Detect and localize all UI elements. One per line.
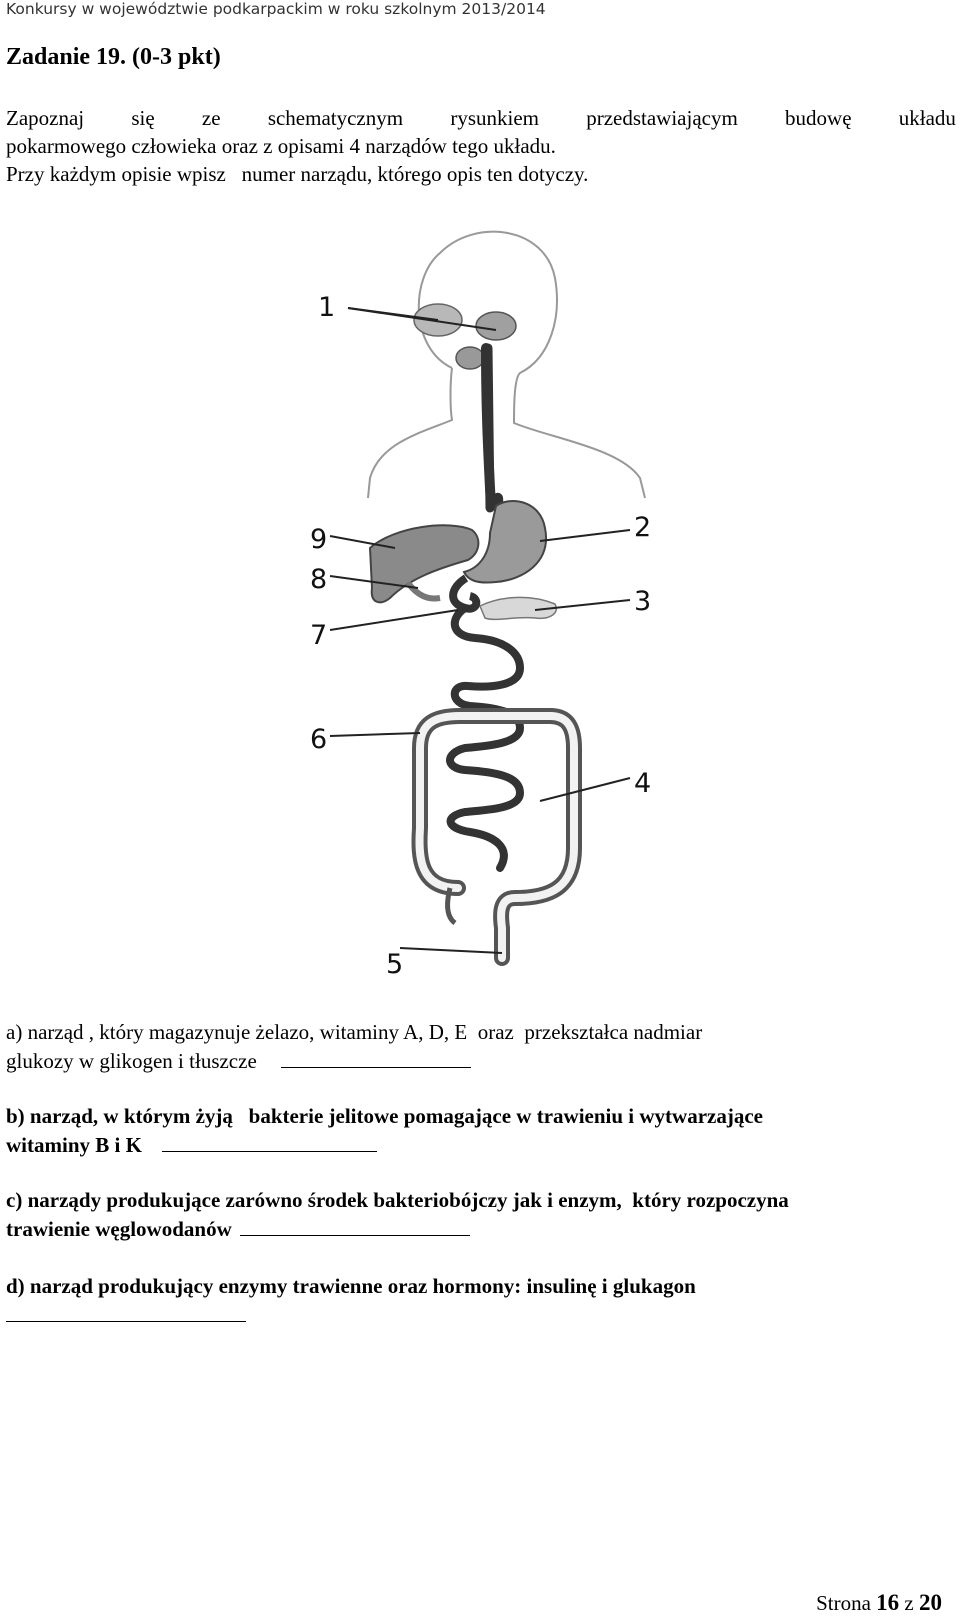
body-outline: [367, 230, 646, 499]
gall-bladder: [405, 581, 441, 602]
question-b: b) narząd, w którym żyją bakterie jelito…: [6, 1102, 956, 1160]
liver: [368, 524, 480, 604]
pancreas: [479, 596, 557, 621]
diagram-label-8: 8: [310, 564, 327, 595]
digestive-system-diagram: 1 2 3 4 5 6 7 8 9: [310, 230, 651, 980]
question-d: d) narząd produkujący enzymy trawienne o…: [6, 1272, 956, 1330]
diagram-label-1: 1: [318, 292, 335, 323]
page-footer: Strona 16 z 20: [816, 1590, 942, 1616]
diagram-label-6: 6: [310, 724, 327, 755]
question-b-line-1: b) narząd, w którym żyją bakterie jelito…: [6, 1104, 763, 1128]
intro-word: się: [131, 106, 155, 130]
question-c-line-1: c) narządy produkujące zarówno środek ba…: [6, 1188, 789, 1212]
question-d-line-1: d) narząd produkujący enzymy trawienne o…: [6, 1274, 696, 1298]
salivary-gland-parotid: [475, 311, 517, 341]
answer-blank-b[interactable]: [161, 1133, 377, 1152]
intro-word: Zapoznaj: [6, 106, 85, 130]
intro-word: układu: [898, 106, 956, 130]
page-header: Konkursy w województwie podkarpackim w r…: [6, 0, 546, 18]
footer-prefix: Strona: [816, 1591, 871, 1615]
small-intestine: [446, 604, 525, 872]
diagram-label-4: 4: [634, 768, 651, 799]
intro-word: budowę: [785, 106, 852, 130]
salivary-gland-lower: [455, 346, 485, 370]
intro-word: ze: [201, 106, 221, 130]
footer-page-number: 16: [876, 1590, 900, 1615]
question-a-line-1: a) narząd , który magazynuje żelazo, wit…: [6, 1020, 703, 1044]
question-a: a) narząd , który magazynuje żelazo, wit…: [6, 1018, 956, 1076]
intro-line-2: pokarmowego człowieka oraz z opisami 4 n…: [6, 134, 556, 158]
task-intro: Zapoznaj się ze schematycznym rysunkiem …: [6, 104, 956, 188]
answer-blank-d[interactable]: [6, 1303, 246, 1322]
answer-blank-c[interactable]: [239, 1217, 470, 1236]
diagram-label-7: 7: [310, 620, 327, 651]
question-c-text: trawienie węglowodanów: [6, 1217, 232, 1241]
question-c-line-2: trawienie węglowodanów: [6, 1215, 956, 1244]
question-c: c) narządy produkujące zarówno środek ba…: [6, 1186, 956, 1244]
question-a-text: glukozy w glikogen i tłuszcze: [6, 1049, 257, 1073]
diagram-label-5: 5: [386, 949, 403, 980]
large-intestine: [411, 708, 582, 966]
question-d-line-2: [6, 1301, 956, 1330]
stomach: [462, 500, 548, 584]
answer-blank-a[interactable]: [280, 1049, 471, 1068]
intro-word: rysunkiem: [450, 106, 539, 130]
intro-line-3: Przy każdym opisie wpisz numer narządu, …: [6, 162, 589, 186]
diagram-label-3: 3: [634, 586, 651, 617]
intro-word: przedstawiającym: [586, 106, 738, 130]
question-b-text: witaminy B i K: [6, 1133, 142, 1157]
footer-total-pages: 20: [919, 1590, 942, 1615]
appendix: [445, 887, 457, 926]
footer-of: z: [904, 1591, 914, 1615]
question-b-line-2: witaminy B i K: [6, 1131, 956, 1160]
diagram-label-2: 2: [634, 512, 651, 543]
question-a-line-2: glukozy w glikogen i tłuszcze: [6, 1047, 956, 1076]
intro-line-1: Zapoznaj się ze schematycznym rysunkiem …: [6, 104, 956, 132]
task-title: Zadanie 19. (0-3 pkt): [6, 44, 221, 70]
intro-word: schematycznym: [267, 106, 404, 130]
diagram-label-9: 9: [310, 524, 327, 555]
